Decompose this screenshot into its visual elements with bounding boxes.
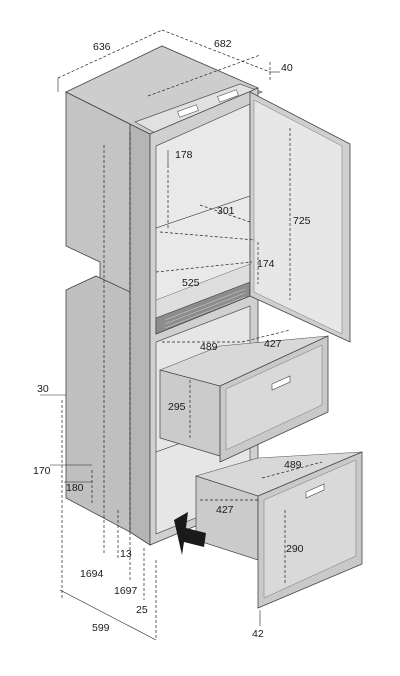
dimension-guides: [40, 29, 323, 641]
dim-door-height: 725: [293, 215, 311, 227]
push-arrow-icon: [174, 512, 206, 555]
dimension-labels: 636 682 40 178 301 725 174 525 489 427 2…: [33, 38, 311, 640]
lower-drawer: [194, 451, 363, 609]
dim-drawer-upper-width: 489: [200, 341, 218, 353]
dim-drawer-upper-height: 295: [168, 401, 186, 413]
dim-drawer-lower-width: 489: [284, 459, 302, 471]
dim-freezer-inner-mid: 301: [217, 205, 235, 217]
dim-top-gap: 40: [281, 62, 293, 74]
dim-kick-25: 25: [136, 604, 148, 616]
dim-total-depth: 599: [92, 622, 110, 634]
upper-drawer-handle-icon: [271, 375, 291, 391]
dim-freezer-inner-width: 525: [182, 277, 200, 289]
dim-drawer-lower-depth: 427: [216, 504, 234, 516]
freezer-door: [249, 91, 351, 343]
cabinet-top: [65, 45, 263, 135]
dim-drawer-lower-height: 290: [286, 543, 304, 555]
dim-freezer-inner-depth: 178: [175, 149, 193, 161]
dim-drawer-lower-offset: 42: [252, 628, 264, 640]
dim-kick-13: 13: [120, 548, 132, 560]
upper-drawer: [159, 335, 329, 463]
vent-grill: [155, 281, 251, 335]
freezer-compartment: [155, 103, 251, 335]
dim-top-width: 682: [214, 38, 232, 50]
dim-top-depth: 636: [93, 41, 111, 53]
dim-side-offset: 30: [37, 383, 49, 395]
dim-base-height: 170: [33, 465, 51, 477]
dim-base-depth: 180: [66, 482, 84, 494]
cabinet-left-side: [65, 91, 151, 546]
dim-drawer-upper-depth: 427: [264, 338, 282, 350]
dim-height-1697: 1697: [114, 585, 138, 597]
dim-freezer-lower-height: 174: [257, 258, 275, 270]
dim-total-height: 1694: [80, 568, 104, 580]
lower-drawer-handle-icon: [305, 483, 325, 499]
